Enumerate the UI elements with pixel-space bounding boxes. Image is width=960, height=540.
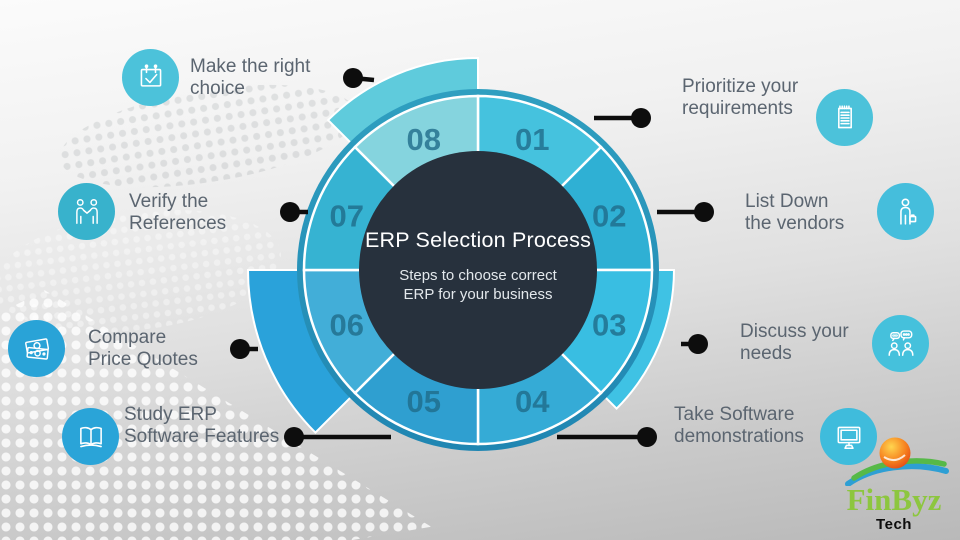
- connector-dot: [688, 334, 708, 354]
- label-line: demonstrations: [674, 425, 804, 447]
- label-line: Make the right: [190, 56, 311, 77]
- calendar-check-icon: [140, 63, 161, 87]
- label-line: choice: [190, 77, 245, 99]
- label-line: References: [129, 212, 227, 234]
- connector-dot: [343, 68, 363, 88]
- study-erp-features-badge: [62, 408, 119, 465]
- list-down-vendors-badge: [877, 183, 934, 240]
- label-line: Discuss your: [740, 321, 849, 342]
- label-line: Prioritize your: [682, 76, 799, 97]
- label-line: Software Features: [124, 425, 280, 447]
- connector-dot: [631, 108, 651, 128]
- step-label-compare-price-quotes: Compare Price Quotes: [88, 327, 198, 370]
- finbyz-logo: FinByz Tech: [836, 434, 952, 533]
- finbyz-logo-mark: [845, 437, 949, 487]
- discussion-chat-icon: [887, 329, 914, 356]
- connector-dot: [280, 202, 300, 222]
- label-line: requirements: [682, 97, 793, 119]
- step-label-take-software-demos: Take Software demonstrations: [674, 404, 804, 447]
- connector-dot: [637, 427, 657, 447]
- vendor-person-icon: [899, 197, 916, 225]
- connector-dot: [230, 339, 250, 359]
- take-software-demos-badge: [820, 408, 877, 465]
- step-label-prioritize-requirements: Prioritize your requirements: [682, 76, 798, 119]
- segment-number-03: 03: [592, 307, 626, 342]
- segment-number-07: 07: [330, 199, 364, 234]
- label-line: Study ERP: [124, 404, 217, 425]
- segment-number-01: 01: [515, 122, 549, 157]
- label-line: Compare: [88, 327, 167, 348]
- step-label-study-erp-features: Study ERP Software Features: [124, 404, 279, 447]
- segment-number-02: 02: [592, 199, 626, 234]
- segment-number-06: 06: [330, 307, 364, 342]
- handshake-icon: [75, 198, 98, 224]
- wheel-center-circle: [359, 151, 597, 389]
- money-icon: [24, 337, 49, 360]
- logo-sub-text: Tech: [876, 516, 912, 533]
- step-label-list-down-vendors: List Down the vendors: [745, 191, 844, 234]
- make-right-choice-badge: [122, 49, 179, 106]
- compare-price-quotes-badge: [8, 320, 65, 377]
- prioritize-requirements-badge: [816, 89, 873, 146]
- label-line: Price Quotes: [88, 348, 198, 370]
- discuss-needs-badge: [872, 315, 929, 372]
- label-line: List Down: [745, 191, 829, 212]
- monitor-icon: [837, 426, 860, 449]
- connector-dot: [694, 202, 714, 222]
- step-label-discuss-needs: Discuss your needs: [740, 321, 849, 364]
- segment-number-08: 08: [406, 122, 440, 157]
- step-label-make-right-choice: Make the right choice: [190, 56, 310, 99]
- segment-number-05: 05: [406, 384, 440, 419]
- label-line: needs: [740, 342, 792, 364]
- logo-name-text: FinByz: [846, 482, 942, 517]
- label-line: Take Software: [674, 404, 795, 425]
- segment-number-04: 04: [515, 384, 550, 419]
- connector-dot: [284, 427, 304, 447]
- verify-references-badge: [58, 183, 115, 240]
- notepad-icon: [837, 104, 852, 128]
- label-line: the vendors: [745, 212, 845, 234]
- open-book-icon: [79, 426, 102, 447]
- step-label-verify-references: Verify the References: [129, 191, 226, 234]
- label-line: Verify the: [129, 191, 209, 212]
